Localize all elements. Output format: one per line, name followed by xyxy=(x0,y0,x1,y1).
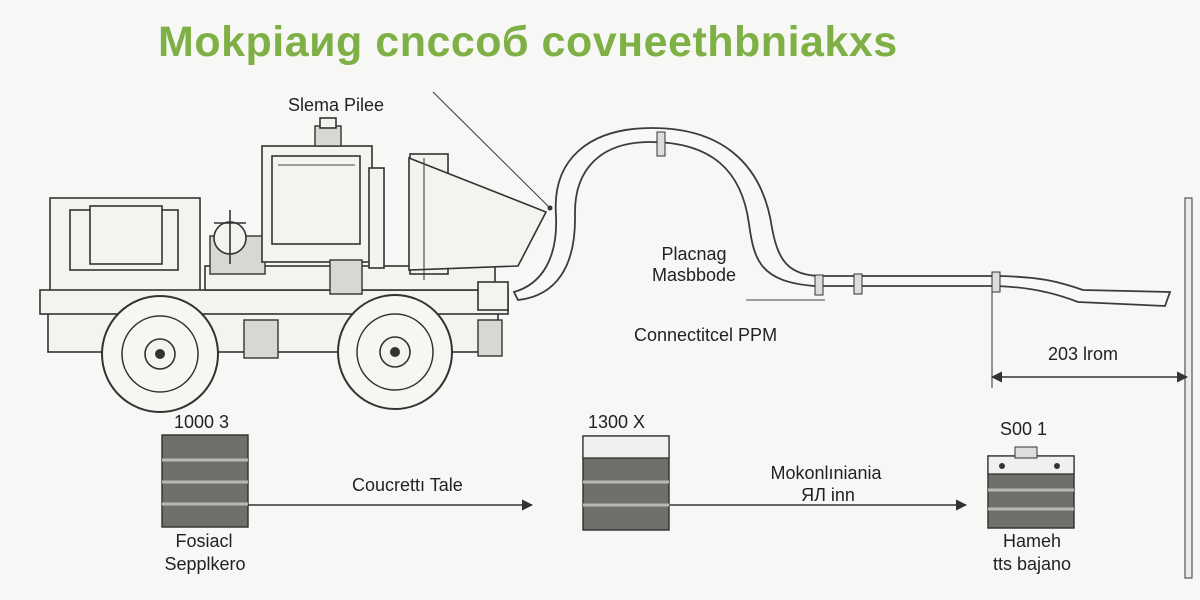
slurry-pipe-leader-line xyxy=(432,91,551,209)
placing-machine-label-line1: Placnag xyxy=(661,244,727,264)
tank-1-value: 1000 3 xyxy=(174,412,230,432)
tank-2-value: 1300 X xyxy=(588,412,646,432)
tank-3-value: S00 1 xyxy=(1000,419,1048,439)
supply-tank-2-icon xyxy=(582,435,670,531)
flow-1-label: Coucrettı Tale xyxy=(352,475,463,495)
distance-label: 203 lrom xyxy=(1048,344,1119,364)
tank-3-name-line2: tts bajano xyxy=(992,554,1072,574)
slurry-pipe-label: Slema Pilee xyxy=(288,95,385,115)
flow-2-label-line1: Mokonlıniania xyxy=(770,463,882,483)
tank-1-name-line1: Fosiacl xyxy=(175,531,233,551)
front-wheel-icon xyxy=(101,295,219,413)
connection-label: Connectitcel PPM xyxy=(634,325,778,345)
flow-2-label-line2: ЯЛ inn xyxy=(801,485,855,505)
support-post-icon xyxy=(1184,197,1193,579)
tank-1-name-line2: Sepplkero xyxy=(164,554,246,574)
delivery-hose-icon xyxy=(512,127,1172,307)
tank-3-name-line1: Hameh xyxy=(1002,531,1062,551)
supply-tank-3-icon xyxy=(987,446,1075,529)
rear-wheel-icon xyxy=(337,294,453,410)
slurry-pipe-leader-dot xyxy=(547,205,553,211)
placing-machine-label-line2: Masbbode xyxy=(651,265,737,285)
supply-tank-1-icon xyxy=(161,434,249,528)
diagram-title: Mokpiaиg cnccoб covнeethbniakxs xyxy=(158,18,898,66)
